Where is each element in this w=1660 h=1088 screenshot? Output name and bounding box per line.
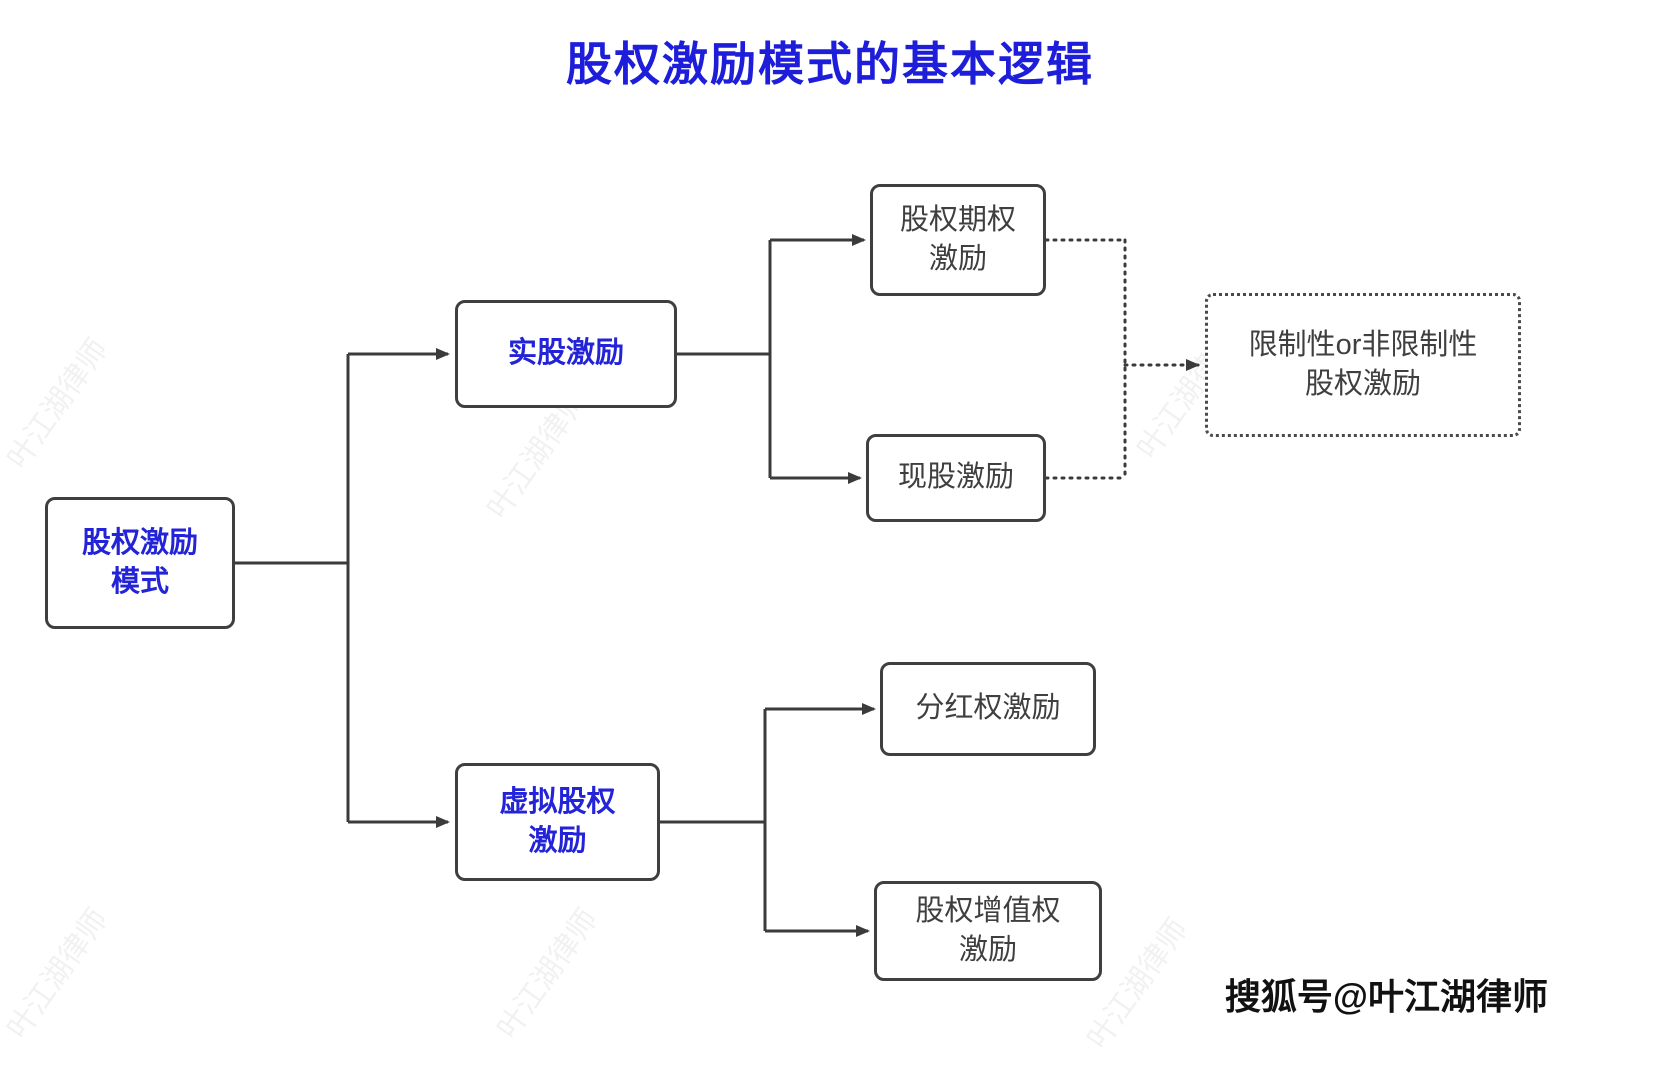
- node-virtual-equity-label: 虚拟股权 激励: [499, 785, 616, 857]
- node-real-stock: 实股激励: [455, 300, 677, 408]
- node-current-stock: 现股激励: [866, 434, 1046, 522]
- credit-watermark: 搜狐号@叶江湖律师: [1224, 976, 1548, 1017]
- node-restricted-label: 限制性or非限制性 股权激励: [1248, 328, 1478, 400]
- node-equity-option-label: 股权期权 激励: [899, 203, 1016, 275]
- node-virtual-equity: 虚拟股权 激励: [455, 763, 660, 881]
- node-root-label: 股权激励 模式: [81, 526, 198, 598]
- node-restricted: 限制性or非限制性 股权激励: [1205, 293, 1521, 437]
- node-real-stock-label: 实股激励: [507, 337, 624, 370]
- node-equity-option: 股权期权 激励: [870, 184, 1046, 296]
- node-dividend-right-label: 分红权激励: [915, 692, 1061, 725]
- node-appreciation-right: 股权增值权 激励: [874, 881, 1102, 981]
- node-root: 股权激励 模式: [45, 497, 235, 629]
- node-appreciation-right-label: 股权增值权 激励: [915, 894, 1061, 966]
- node-current-stock-label: 现股激励: [897, 461, 1014, 494]
- diagram-title: 股权激励模式的基本逻辑: [566, 38, 1094, 90]
- node-dividend-right: 分红权激励: [880, 662, 1096, 756]
